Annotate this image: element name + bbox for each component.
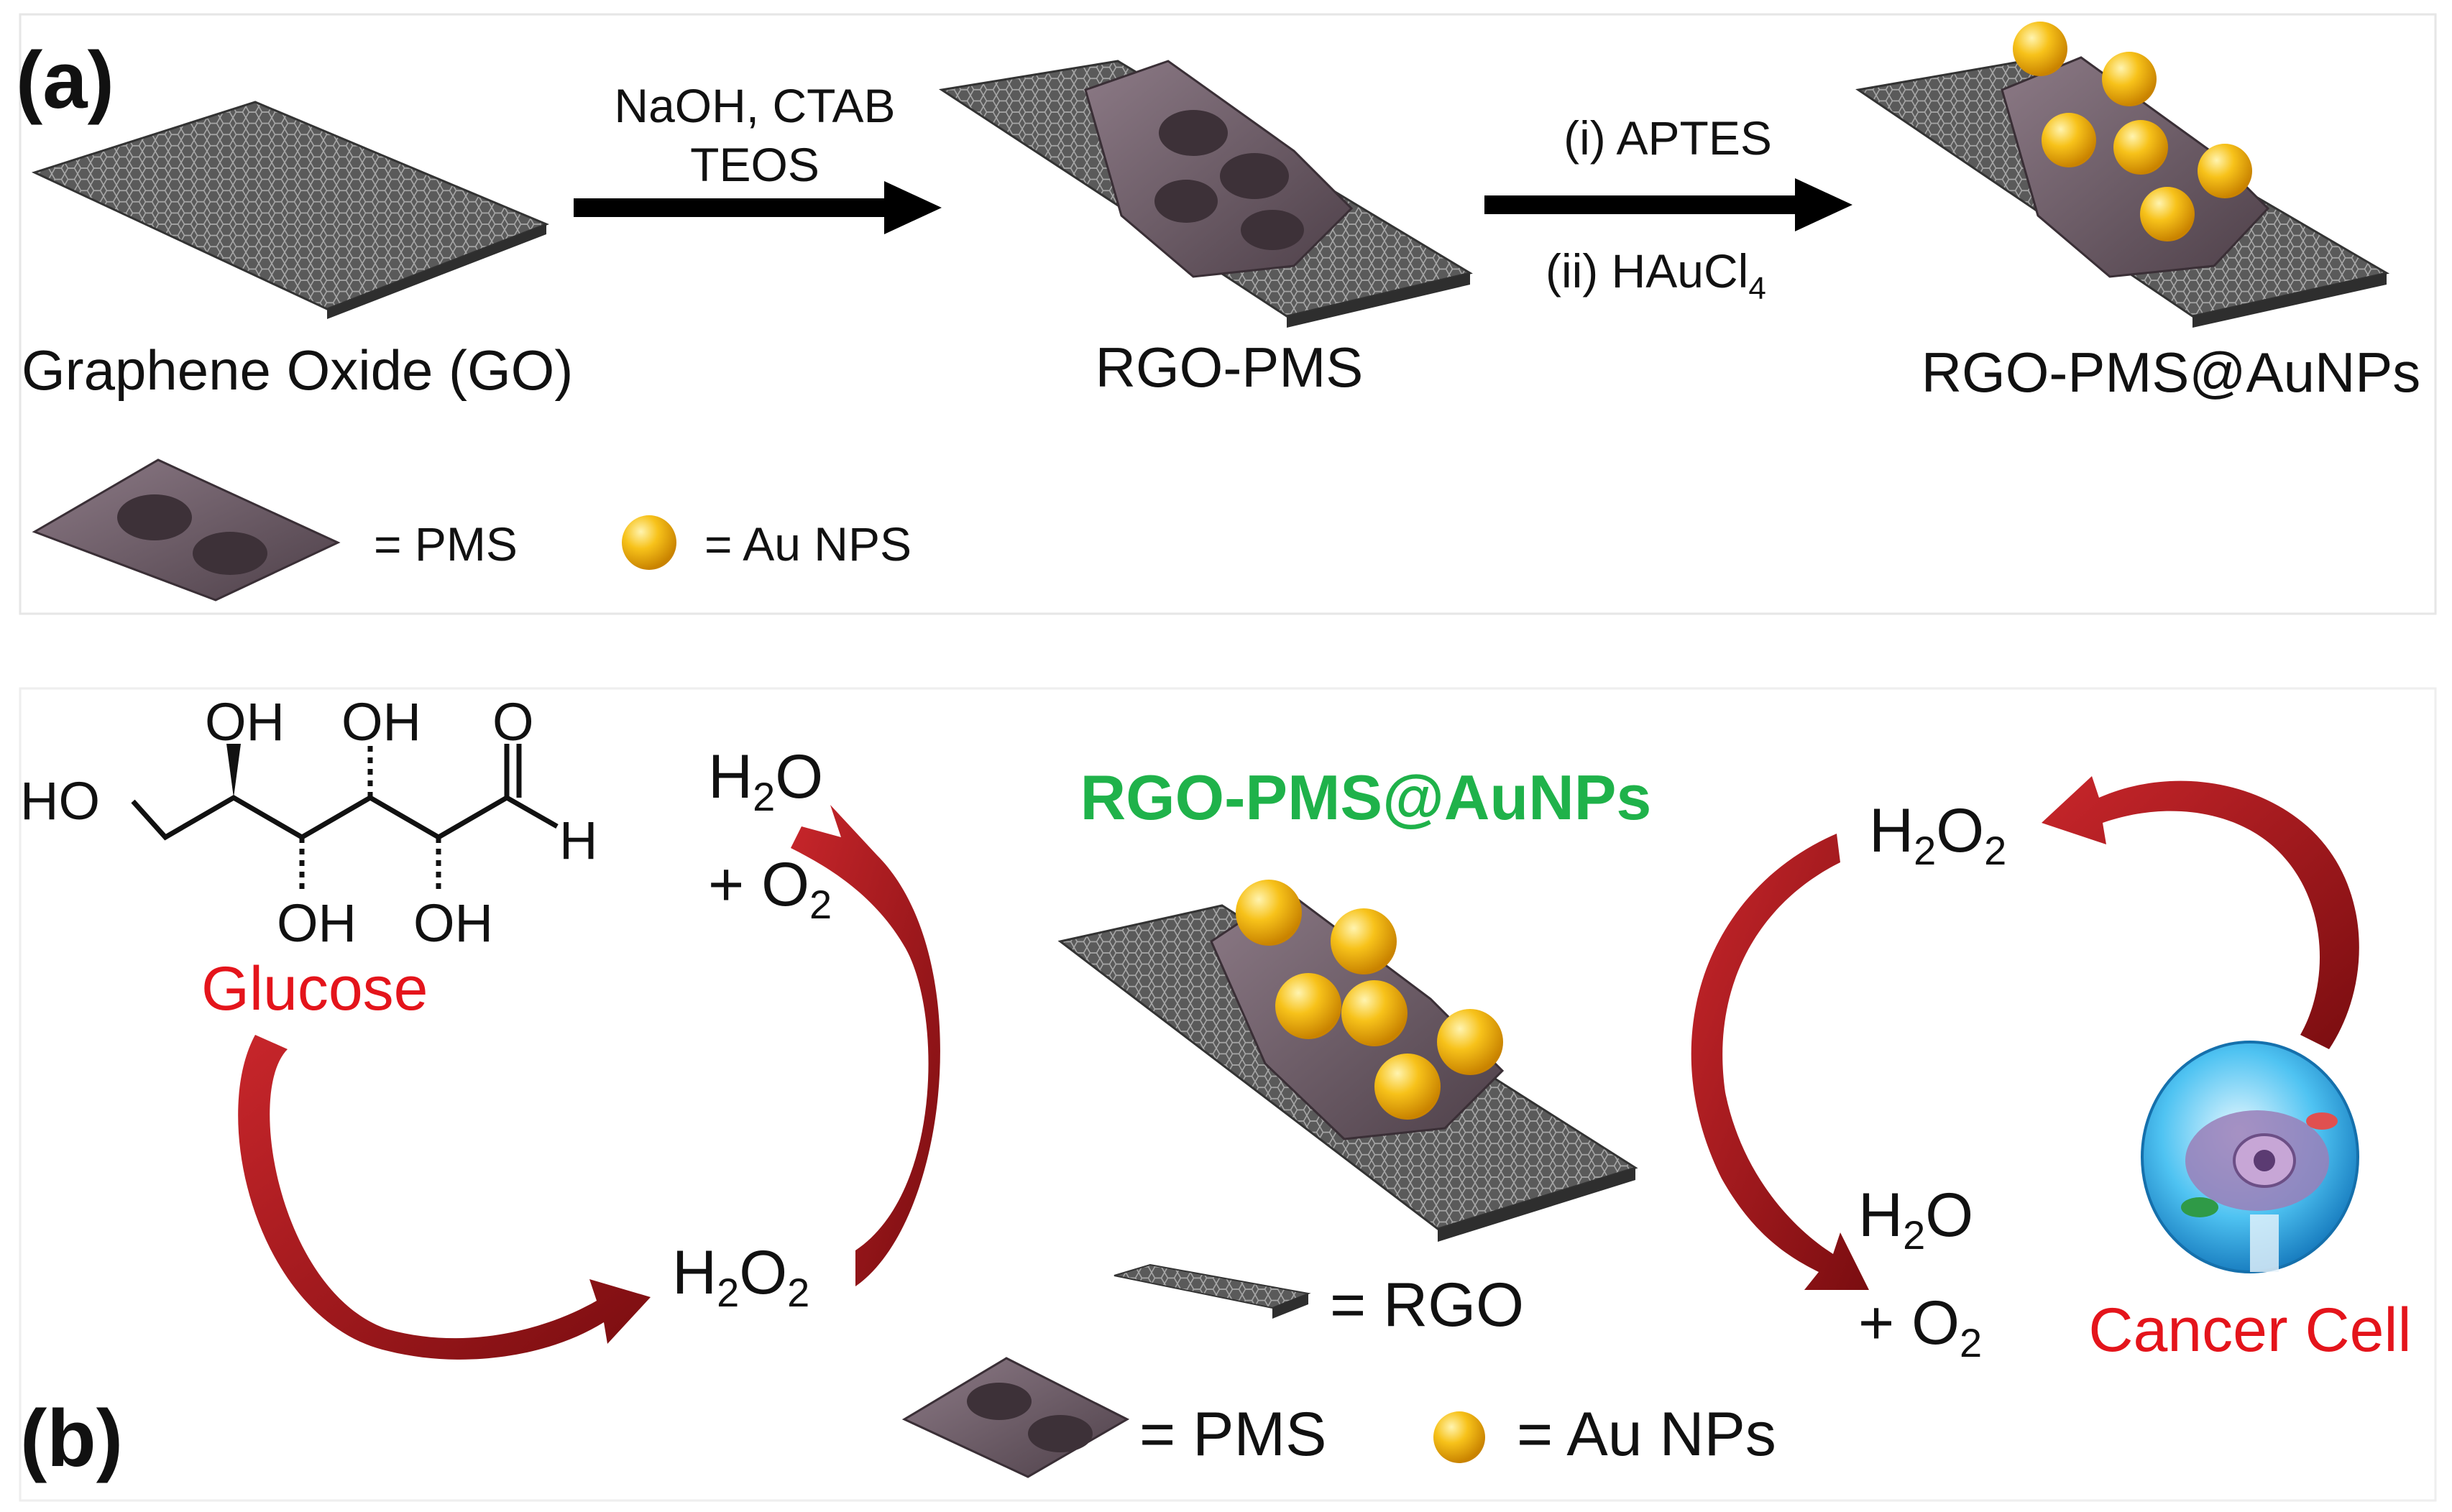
legend-au-swatch-b (1433, 1411, 1485, 1463)
reaction-arrow-1 (574, 181, 942, 234)
arrow-cancer-cell-to-h2o2 (2042, 776, 2359, 1049)
step1-reagents-line1: NaOH, CTAB (614, 79, 895, 132)
go-label: Graphene Oxide (GO) (22, 338, 573, 402)
panel-b-letter: (b) (20, 1393, 123, 1483)
legend-au-swatch-a (622, 515, 676, 570)
h2o-right: H2O (1858, 1181, 1973, 1258)
legend-rgo-swatch (1113, 1263, 1311, 1319)
legend-pms-label-a: = PMS (374, 517, 518, 571)
legend-pms-swatch-b (901, 1357, 1130, 1478)
reaction-arrow-2 (1484, 178, 1852, 231)
product-label: RGO-PMS@AuNPs (1921, 341, 2421, 404)
legend-rgo-label: = RGO (1330, 1271, 1524, 1340)
step2-reagent-line2: (ii) HAuCl4 (1546, 244, 1766, 306)
glucose-oh-4: OH (413, 893, 493, 953)
arrow-glucose-to-h2o2 (238, 1035, 651, 1360)
legend-au-label-a: = Au NPS (704, 517, 912, 571)
graphene-oxide-sheet (31, 101, 550, 319)
rgo-pms-composite (938, 60, 1473, 328)
center-title: RGO-PMS@AuNPs (1080, 762, 1652, 833)
cancer-cell-label: Cancer Cell (2088, 1296, 2411, 1365)
h2o2-left: H2O2 (672, 1238, 809, 1315)
panel-b-frame (19, 687, 2437, 1502)
arrow-h2o2-to-h2o-o2-right (1691, 834, 1869, 1290)
step1-reagents-line2: TEOS (690, 138, 819, 191)
glucose-h-aldehyde: H (559, 811, 597, 870)
panel-a-letter: (a) (16, 35, 114, 125)
legend-pms-label-b: = PMS (1139, 1400, 1326, 1469)
step2-reagent-line1: (i) APTES (1564, 111, 1772, 165)
gold-nanoparticles (2013, 22, 2252, 241)
rgo-pms-label: RGO-PMS (1096, 336, 1364, 399)
center-gold-nanoparticles (1236, 880, 1503, 1120)
legend-pms-swatch-a (32, 458, 341, 601)
glucose-name: Glucose (201, 954, 428, 1023)
glucose-ho: HO (20, 771, 100, 831)
o2-left: + O2 (708, 850, 832, 927)
o2-right: + O2 (1858, 1289, 1982, 1365)
h2o2-right: H2O2 (1869, 796, 2006, 873)
glucose-structure (131, 744, 559, 891)
glucose-oh-2: OH (341, 692, 421, 752)
h2o-left: H2O (708, 742, 823, 819)
panel-a-frame (19, 13, 2437, 615)
glucose-oh-1: OH (205, 692, 285, 752)
cancer-cell-illustration (2141, 1041, 2359, 1273)
glucose-o-aldehyde: O (492, 692, 534, 752)
arrow-h2o2-to-h2o-o2-left (791, 805, 940, 1286)
glucose-oh-3: OH (277, 893, 357, 953)
legend-au-label-b: = Au NPs (1517, 1400, 1776, 1469)
